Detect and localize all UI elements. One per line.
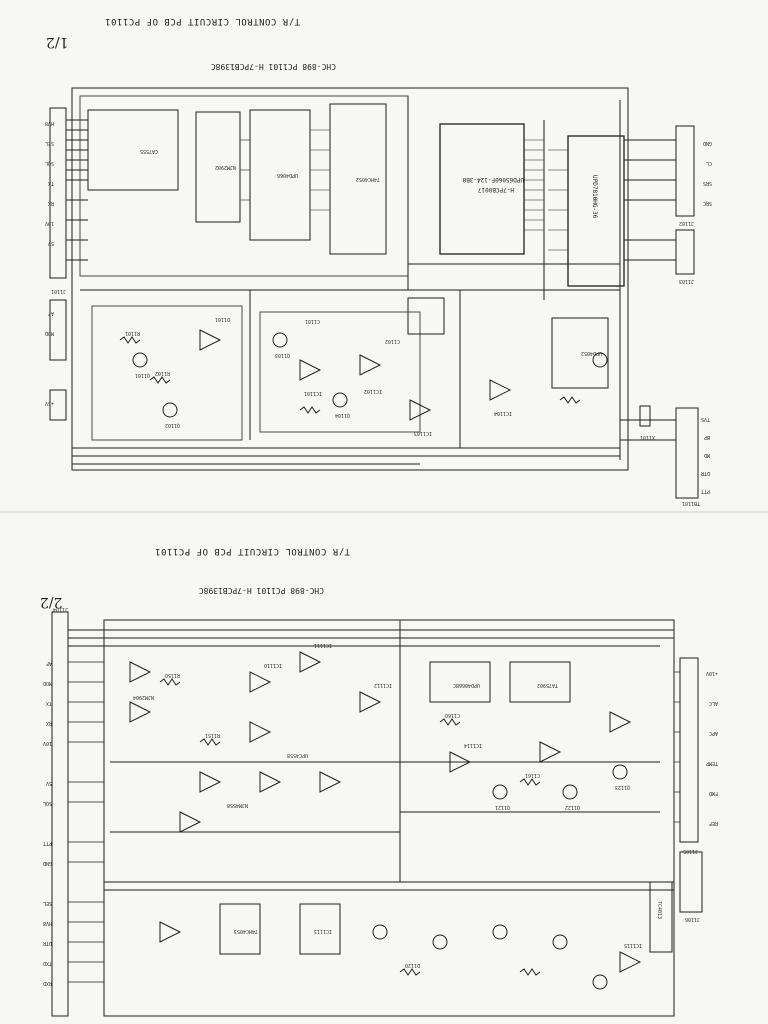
pin-label: AF [46, 660, 52, 666]
connector-label: J1105 [683, 848, 698, 854]
chip-label: TC4013 [656, 901, 662, 919]
pin-label: TXD [43, 960, 52, 966]
pin-label: MOD [43, 680, 52, 686]
pin-label: 10V [45, 220, 54, 226]
pin-label: PTT [701, 488, 710, 494]
schematic-1-drawing: H-7PCB0017 UPD65060F-124-3B8 UPD7810HG-3… [45, 87, 712, 506]
part-label: IC1114 [464, 742, 482, 748]
part-label: IC1102 [364, 388, 382, 394]
pin-label: +5V [45, 400, 54, 406]
part-label: Q1102 [165, 422, 180, 428]
pin-label: MOD [45, 330, 54, 336]
part-label: C1160 [445, 712, 460, 718]
schematic-sheet-2: T/R CONTROL CIRCUIT PCB OF PC1101 CHC-89… [0, 512, 768, 1024]
part-label: C1101 [305, 318, 320, 324]
chip-label: NJM2904 [133, 694, 154, 700]
part-label: D1101 [215, 316, 230, 322]
connector-label: J1103 [679, 278, 694, 284]
pin-label: MD [704, 452, 710, 458]
part-label: IC1112 [374, 682, 392, 688]
part-label: R1101 [125, 330, 140, 336]
pin-label: AF [48, 310, 54, 316]
chip-label: UPD4066 [277, 172, 298, 178]
pin-label: DTR [700, 470, 710, 476]
pin-label: SRS [703, 180, 712, 186]
connector-label: J1102 [679, 220, 694, 226]
part-label: IC1113 [314, 928, 332, 934]
pin-label: BP [704, 434, 710, 440]
pin-label: RX [46, 720, 52, 726]
part-label: IC1115 [624, 942, 642, 948]
chip-label: UPD4066BC [453, 682, 480, 688]
chip-label: 74HC4052 [356, 176, 380, 182]
part-label: R1102 [155, 370, 170, 376]
pin-label: HV8 [45, 120, 54, 126]
part-label: IC1103 [414, 430, 432, 436]
pin-label: ALC [709, 700, 718, 706]
pin-label: TX [46, 700, 52, 706]
part-label: IC1111 [314, 642, 332, 648]
chip-label: UPD7810HG-36 [591, 175, 598, 219]
part-label: Q1123 [615, 784, 630, 790]
page-fold [0, 511, 768, 513]
chip-label: UPC4558 [287, 752, 308, 758]
schematic-sheet-1: T/R CONTROL CIRCUIT PCB OF PC1101 CHC-89… [45, 16, 712, 506]
pin-label: DTR [42, 940, 52, 946]
pin-label: PTT [43, 840, 52, 846]
part-label: Q1104 [335, 412, 350, 418]
pin-label: SQL [45, 160, 54, 166]
part-label: X1101 [640, 434, 655, 440]
connector-label: J1106 [685, 916, 700, 922]
part-label: Q1122 [565, 804, 580, 810]
chip-label: TA75902 [537, 682, 558, 688]
chip-label: 74HC4053 [234, 928, 258, 934]
pin-label: TVS [701, 416, 710, 422]
part-label: C1102 [385, 338, 400, 344]
pin-label: APC [709, 730, 718, 736]
part-label: D1120 [405, 962, 420, 968]
part-label: Q1101 [135, 372, 150, 378]
connector-label: J1101 [51, 288, 66, 294]
part-label: C1161 [525, 772, 540, 778]
pin-label: REF [709, 820, 718, 826]
pin-label: SEL [45, 140, 54, 146]
part-label: IC1110 [264, 662, 282, 668]
pin-label: SQL [43, 800, 52, 806]
pin-label: RXD [43, 980, 52, 986]
part-label: Q1121 [495, 804, 510, 810]
connector-label: J1104 [53, 606, 68, 612]
part-label: IC1104 [494, 410, 512, 416]
pin-label: FWD [709, 790, 718, 796]
part-label: Q1103 [275, 352, 290, 358]
part-label: IC1101 [304, 390, 322, 396]
part-label: R1151 [205, 732, 220, 738]
chip-label: UPD65060F-124-3B8 [462, 176, 524, 183]
pin-label: GND [43, 860, 52, 866]
chip-label: UPD4052 [581, 350, 602, 356]
pin-label: TEMP [706, 760, 718, 766]
connector-label: TB1101 [682, 500, 700, 506]
pin-label: 10V [43, 740, 52, 746]
chip-label: H-7PCB0017 [477, 186, 514, 193]
part-label: R1150 [165, 672, 180, 678]
pin-label: GND [703, 140, 712, 146]
schematic-2-drawing: NJM2904 UPD4066BC TA75902 UPC4558 NJM455… [42, 606, 718, 1017]
pin-label: CL [706, 160, 712, 166]
pin-label: 5V [48, 240, 54, 246]
pin-label: +10V [706, 670, 718, 676]
pin-label: HV8 [43, 920, 52, 926]
pin-label: 5V [46, 780, 52, 786]
pin-label: SEL [43, 900, 52, 906]
chip-label: NJM4558 [227, 802, 248, 808]
chip-label: CA7555 [140, 148, 158, 154]
pin-label: RX [48, 200, 54, 206]
pin-label: TX [48, 180, 54, 186]
pin-label: SRC [703, 200, 712, 206]
chip-label: NJM2902 [215, 164, 236, 170]
